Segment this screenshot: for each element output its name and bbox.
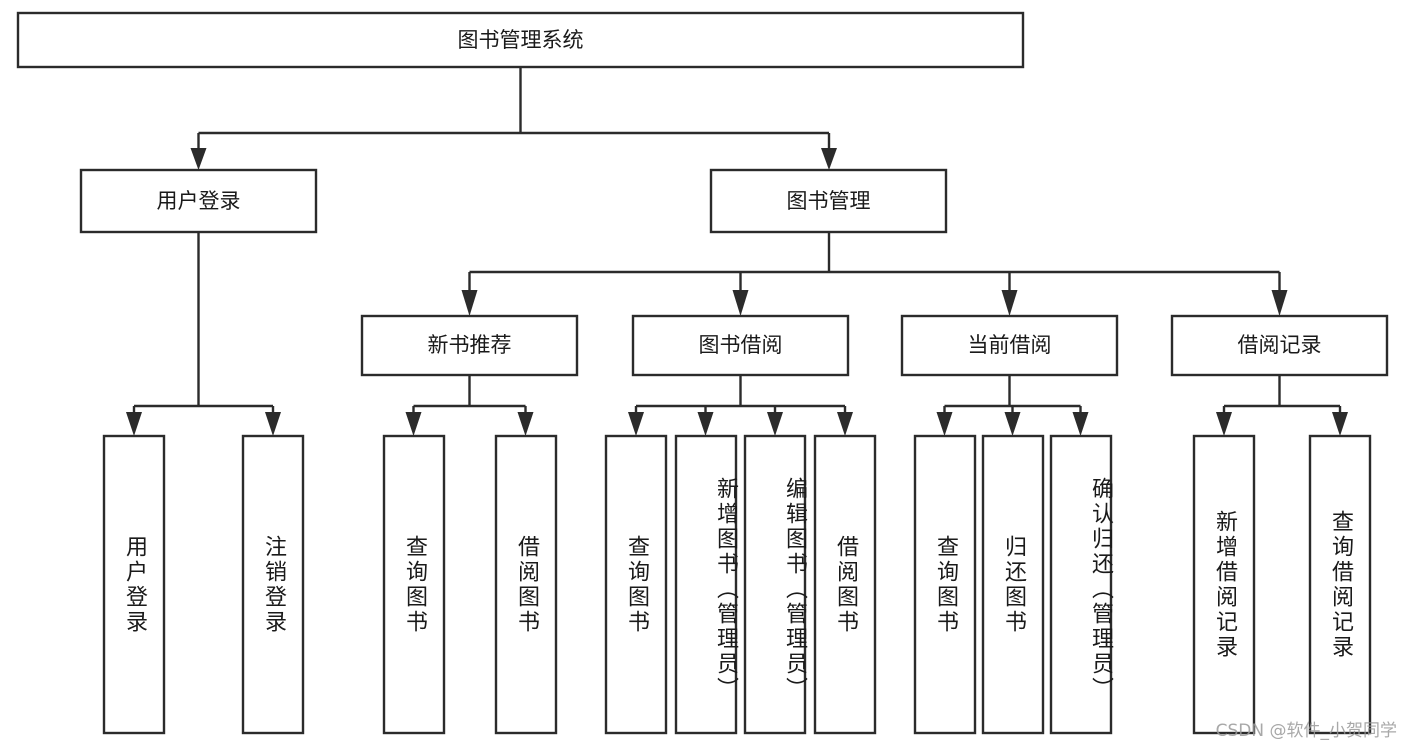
leaf-box-add-borrow-record[interactable] [1192,434,1256,735]
connector-new-book-to-leaves [405,375,534,436]
node-current-borrow-label: 当前借阅 [968,333,1052,357]
node-borrow-record-label: 借阅记录 [1238,333,1322,357]
leaf-box-add-book-admin[interactable] [674,434,738,735]
leaf-box-return-book[interactable] [981,434,1045,735]
leaf-box-borrow-book-1[interactable] [494,434,558,735]
node-root-box[interactable] [16,11,1025,69]
node-book-borrow-box[interactable] [631,314,850,377]
connector-user-login-to-leaves [126,232,281,436]
leaf-box-user-login[interactable] [102,434,166,735]
connector-borrow-record-to-leaves [1216,375,1348,436]
leaf-box-query-book-1[interactable] [382,434,446,735]
node-current-borrow-box[interactable] [900,314,1119,377]
connector-borrow-to-leaves [628,375,853,436]
leaf-box-query-borrow-record[interactable] [1308,434,1372,735]
node-user-login-box[interactable] [79,168,318,234]
leaf-box-borrow-book-2[interactable] [813,434,877,735]
node-book-management-box[interactable] [709,168,948,234]
node-root-label: 图书管理系统 [458,28,584,52]
watermark-text: CSDN @软件_小贺同学 [1215,721,1397,741]
leaf-box-query-book-3[interactable] [913,434,977,735]
node-borrow-record-box[interactable] [1170,314,1389,377]
node-new-book-recommend-label: 新书推荐 [428,333,512,357]
connector-current-borrow-to-leaves [936,375,1089,436]
leaf-box-edit-book-admin[interactable] [743,434,807,735]
node-book-borrow-label: 图书借阅 [699,333,783,357]
node-new-book-recommend-box[interactable] [360,314,579,377]
leaf-box-confirm-return-admin[interactable] [1049,434,1113,735]
leaf-box-logout[interactable] [241,434,305,735]
connector-root-to-level2 [190,67,837,170]
leaf-box-query-book-2[interactable] [604,434,668,735]
node-user-login-label: 用户登录 [157,189,241,213]
connector-book-mgmt-to-level3 [461,232,1288,316]
node-book-management-label: 图书管理 [787,189,871,213]
